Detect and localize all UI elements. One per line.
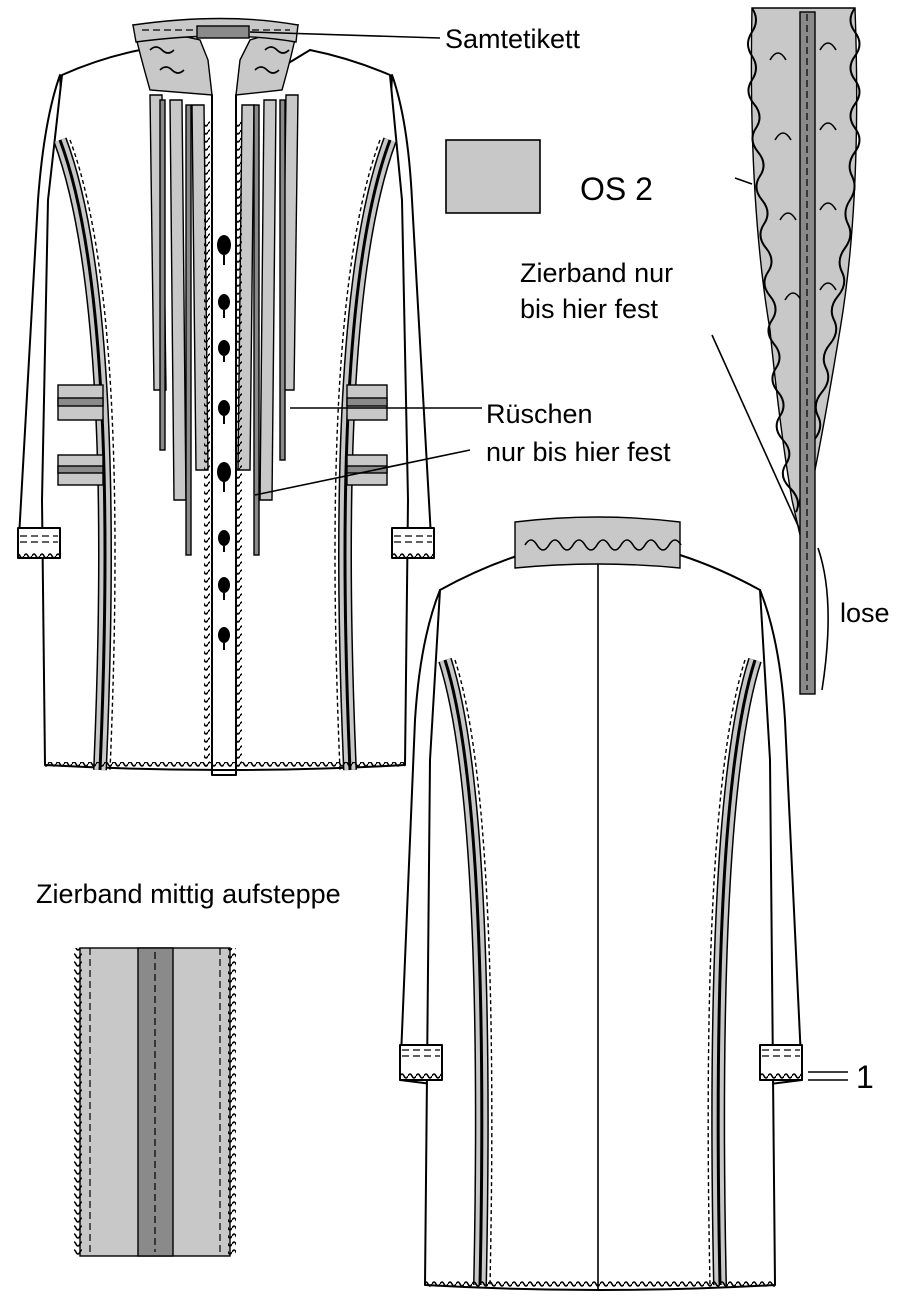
trim-ribbon-detail — [799, 11, 816, 695]
pocket-bands — [57, 384, 388, 486]
velvet-label-patch — [196, 25, 250, 39]
coat-back-view — [399, 516, 848, 1291]
front-left-seam-trim — [53, 137, 116, 771]
ruffle-detail — [734, 7, 861, 695]
trim-stitch-detail — [74, 947, 236, 1257]
fabric-swatch-os2 — [445, 139, 541, 214]
label-fabric-swatch: OS 2 — [580, 171, 653, 207]
label-velvet-label: Samtetikett — [445, 24, 581, 54]
label-loose: lose — [840, 598, 890, 628]
ruffles-right — [237, 94, 299, 556]
front-body — [41, 49, 409, 776]
label-ruffles-line1: Rüschen — [486, 399, 593, 429]
back-right-seam-trim — [707, 657, 762, 1286]
label-trim-fixed-line2: bis hier fest — [520, 294, 659, 324]
label-trim-centered: Zierband mittig aufsteppe — [36, 879, 341, 909]
label-ruffles-line2: nur bis hier fest — [486, 437, 671, 467]
label-detail-number: 1 — [856, 1059, 874, 1095]
front-right-seam-trim — [334, 137, 397, 771]
label-trim-fixed-line1: Zierband nur — [520, 258, 673, 288]
back-collar — [514, 516, 681, 569]
front-buttons — [217, 235, 231, 650]
leader-lines — [249, 31, 829, 691]
back-body — [424, 554, 776, 1291]
coat-front-view — [17, 17, 435, 776]
back-left-seam-trim — [438, 657, 493, 1286]
